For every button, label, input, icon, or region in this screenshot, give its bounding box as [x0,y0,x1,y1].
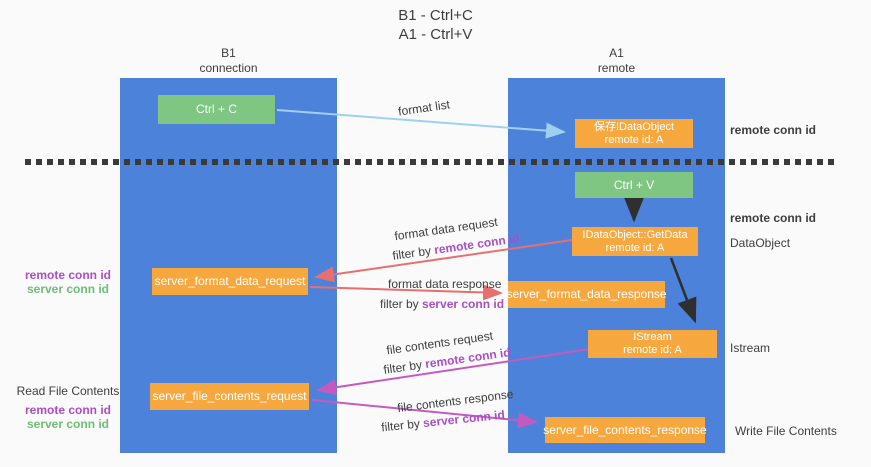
left-column-header-name: B1 [221,46,236,60]
server-format-data-response-label: server_format_data_response [506,287,667,301]
remote-conn-id-annotation-left-bottom: remote conn id [24,403,111,417]
server-file-contents-request-box: server_file_contents_request [150,383,309,410]
idataobject-getdata-line1: IDataObject::GetData [582,228,688,241]
server-format-data-request-label: server_format_data_request [154,274,306,288]
filter-by-text: filter by [380,297,423,311]
server-file-contents-request-label: server_file_contents_request [152,389,307,403]
write-file-contents-annotation: Write File Contents [735,424,837,438]
server-file-contents-response-box: server_file_contents_response [543,417,707,443]
left-conn-id-annotations-mid: remote conn id server conn id [8,268,128,296]
ctrl-v-label: Ctrl + V [613,177,655,192]
istream-annotation: Istream [730,341,771,355]
left-column-header: B1 connection [120,46,337,76]
filter-by-text: filter by [382,357,427,377]
right-column-header-role: remote [597,61,636,75]
save-idataobject-line1: 保存IDataObject [593,120,675,133]
save-idataobject-box: 保存IDataObject remote id: A [575,119,693,148]
istream-box: IStream remote id: A [588,330,717,358]
diagram-title: B1 - Ctrl+C A1 - Ctrl+V [0,6,871,44]
diagram-title-line1: B1 - Ctrl+C [398,7,473,24]
right-column-header-name: A1 [609,46,624,60]
server-file-contents-response-label: server_file_contents_response [543,422,707,437]
left-column-header-role: connection [199,61,258,75]
filter-by-text: filter by [391,243,436,263]
filter-by-text: filter by [380,416,424,435]
server-format-data-response-box: server_format_data_response [506,281,667,308]
filter-by-server-conn-id-label-1: filter by server conn id [380,297,504,311]
idataobject-getdata-line2: remote id: A [605,241,665,254]
dashed-separator-line [25,159,835,165]
remote-conn-id-annotation-left-mid: remote conn id [24,268,111,282]
format-data-response-label: format data response [388,277,502,291]
idataobject-getdata-box: IDataObject::GetData remote id: A [572,227,698,256]
istream-line1: IStream [633,331,672,343]
left-conn-id-annotations-bottom: remote conn id server conn id [8,403,128,431]
diagram-title-line2: A1 - Ctrl+V [398,26,473,43]
server-format-data-request-box: server_format_data_request [152,268,308,295]
server-conn-id-annotation-left-mid: server conn id [26,282,110,296]
right-column-header: A1 remote [508,46,725,76]
istream-line2: remote id: A [623,344,682,356]
dataobject-annotation: DataObject [730,236,791,250]
remote-conn-id-annotation-mid: remote conn id [730,211,817,225]
ctrl-c-label: Ctrl + C [195,102,237,116]
server-conn-id-text: server conn id [422,407,506,431]
format-list-label: format list [397,97,451,119]
ctrl-c-box: Ctrl + C [158,95,275,124]
read-file-contents-annotation: Read File Contents [16,384,120,398]
save-idataobject-line2: remote id: A [604,133,664,146]
server-conn-id-text: server conn id [422,297,505,311]
ctrl-v-box: Ctrl + V [575,172,693,198]
server-conn-id-annotation-left-bottom: server conn id [26,417,110,431]
remote-conn-id-annotation-top: remote conn id [730,123,817,137]
